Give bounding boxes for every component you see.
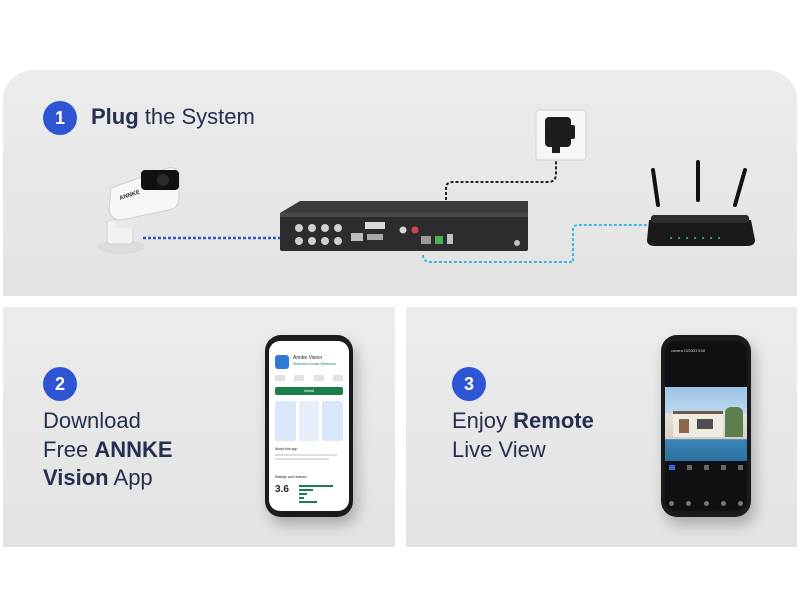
camera-feed[interactable] (665, 387, 747, 461)
grid-icon[interactable] (669, 465, 675, 470)
step-3-title-line1-plain: Enjoy (452, 408, 514, 433)
dvr-recorder-icon (280, 201, 528, 251)
step-2-title-line2-plain: Free (43, 436, 95, 462)
step-3-panel: 3 Enjoy Remote Live View camera 10/20/23… (406, 307, 797, 547)
step-3-title: Enjoy Remote Live View (452, 407, 594, 464)
power-cable (445, 150, 557, 230)
app-screenshots (275, 401, 344, 441)
wifi-router-icon (647, 160, 755, 246)
step-3-title-line1-bold: Remote (513, 408, 594, 433)
step-2-title: Download Free ANNKE Vision App (43, 407, 173, 493)
install-button[interactable]: Install (275, 387, 343, 395)
bullet-camera-icon: ANNKE (97, 167, 180, 254)
network-cable (422, 224, 653, 263)
step-2-badge: 2 (43, 367, 77, 401)
step-1-title-bold: Plug (91, 104, 139, 129)
power-adapter-icon (535, 109, 587, 161)
ptz-icon[interactable] (669, 500, 674, 506)
more-icon[interactable] (738, 500, 743, 506)
audio-icon[interactable] (721, 465, 726, 470)
app-store-screen: Annke Vision Shenzhen Annke Electronic I… (269, 341, 349, 511)
annke-app-icon (275, 355, 289, 369)
rating-value: 3.6 (275, 484, 289, 495)
step-1-panel: 1 Plug the System ANNKE (3, 70, 797, 296)
app-developer[interactable]: Shenzhen Annke Electronic (293, 362, 336, 366)
step-2-title-line1: Download (43, 408, 141, 433)
step-3-badge: 3 (452, 367, 486, 401)
step-1-title-rest: the System (138, 104, 255, 129)
camera-icon[interactable] (686, 500, 692, 506)
snapshot-icon[interactable] (687, 465, 692, 470)
live-view-bottom-bar (669, 499, 743, 507)
microphone-icon[interactable] (703, 500, 709, 506)
step-2-title-line2-bold: ANNKE (94, 436, 173, 462)
step-3-title-line2: Live View (452, 436, 546, 462)
live-view-header: camera 10/20/23 5:08 (671, 349, 706, 353)
ratings-heading: Ratings and reviews (275, 475, 307, 479)
live-view-phone: camera 10/20/23 5:08 (661, 335, 751, 517)
record-icon[interactable] (704, 465, 709, 470)
step-2-panel: 2 Download Free ANNKE Vision App Annke V… (3, 307, 395, 547)
about-app-heading: About this app (275, 447, 298, 451)
live-view-screen: camera 10/20/23 5:08 (665, 341, 747, 511)
playback-icon[interactable] (720, 500, 726, 506)
app-store-phone: Annke Vision Shenzhen Annke Electronic I… (265, 335, 353, 517)
step-1-badge: 1 (43, 101, 77, 135)
fullscreen-icon[interactable] (738, 465, 743, 470)
rating-bars (299, 485, 339, 503)
app-stats-row (275, 375, 343, 383)
system-diagram: ANNKE (97, 109, 755, 263)
step-2-title-line3-plain: App (108, 465, 153, 491)
app-name: Annke Vision (293, 355, 323, 361)
step-2-title-line3-bold: Vision (43, 465, 109, 491)
step-1-title: Plug the System (91, 103, 255, 132)
live-view-toolbar (669, 465, 743, 471)
